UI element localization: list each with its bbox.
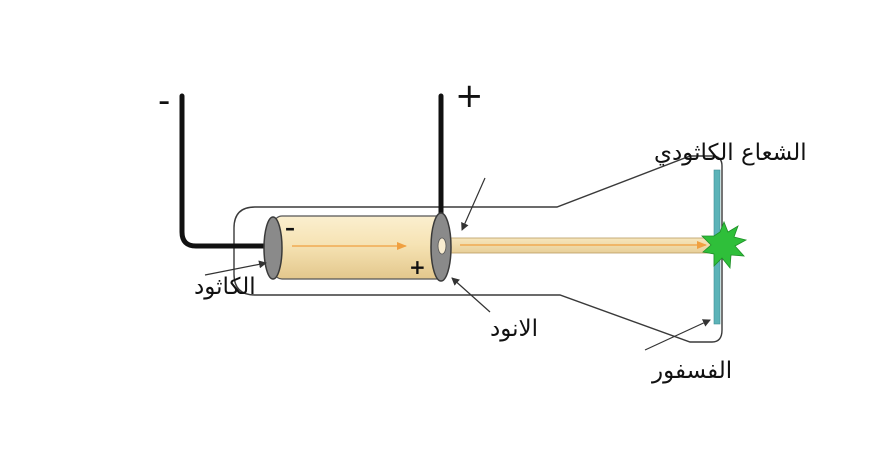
cathode-electrode (263, 216, 283, 280)
anode-leader (451, 277, 491, 313)
cathode-label: الكاثود (194, 274, 256, 300)
cathode-sign: – (285, 216, 295, 240)
phosphor-label: الفسفور (651, 358, 732, 384)
cathode-ray-label: الشعاع الكاثودي (654, 140, 807, 166)
positive-terminal-label: + (455, 76, 484, 116)
cathode-leader (204, 260, 267, 276)
phosphor-leader (644, 319, 711, 351)
negative-terminal-label: - (158, 81, 170, 121)
anode-label: الانود (490, 316, 538, 342)
anode-sign: + (409, 255, 426, 279)
phosphor-flash-icon (701, 220, 748, 270)
cathode-wire (179, 93, 275, 249)
glass-tube-outline (233, 155, 723, 343)
cathode-ray-leader (461, 177, 486, 231)
anode-aperture (437, 237, 447, 255)
